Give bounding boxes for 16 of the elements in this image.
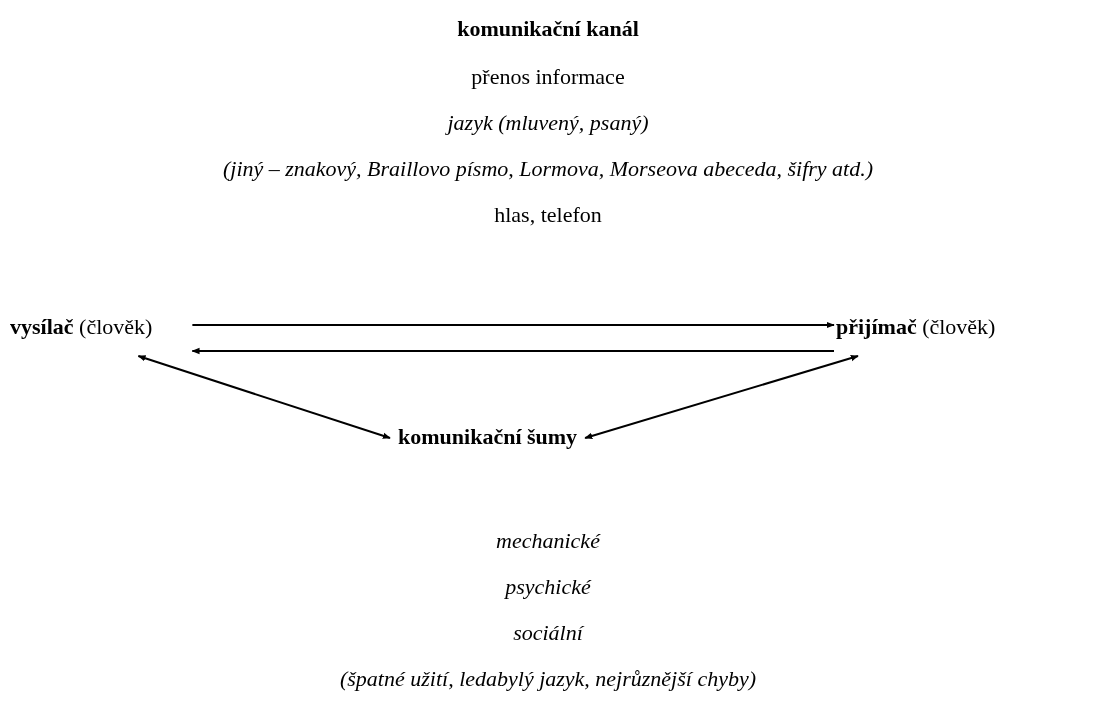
arrow: [137, 355, 391, 439]
diagram-title: komunikační kanál: [456, 16, 640, 42]
text-label: jazyk (mluvený, psaný): [447, 110, 649, 136]
text-label: psychické: [505, 574, 591, 600]
arrow: [191, 347, 835, 355]
text-label: (jiný – znakový, Braillovo písmo, Lormova, Morseova abeceda, šifry atd.): [222, 156, 874, 182]
arrow: [191, 321, 835, 329]
arrow: [584, 355, 859, 439]
node-text: přijímač (člověk): [834, 312, 1002, 356]
text-label: sociální: [513, 620, 583, 646]
text-label: přenos informace: [471, 64, 625, 90]
node-text: vysílač (člověk): [4, 312, 193, 356]
text-label: (špatné užití, ledabylý jazyk, nejrůznější chyby): [339, 666, 757, 692]
node-text: komunikační šumy: [390, 422, 586, 454]
text-label: mechanické: [496, 528, 600, 554]
text-label: hlas, telefon: [494, 202, 602, 228]
